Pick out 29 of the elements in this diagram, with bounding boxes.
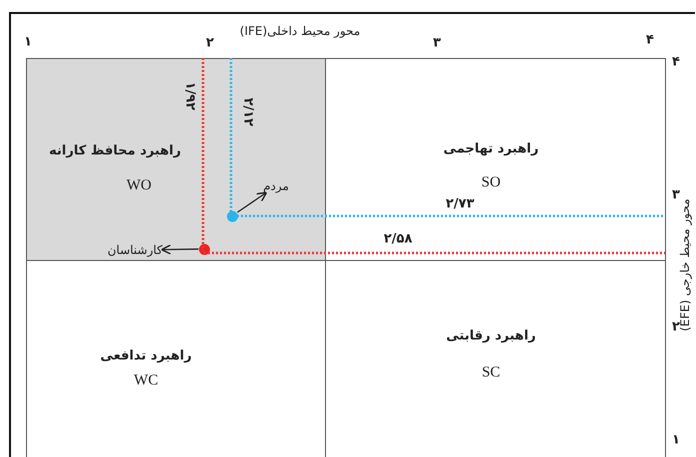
data-point [226, 210, 238, 222]
tick-label: ۴ [672, 54, 680, 70]
tick-label: ۲ [672, 320, 680, 334]
arrow [160, 244, 198, 255]
value-label: ۲/۷۳ [446, 196, 474, 212]
strategy-name: راهبرد تدافعی [100, 348, 192, 364]
axis-title: محور محیط خارجی (EFE) [678, 198, 692, 332]
strategy-code: SO [481, 174, 501, 192]
tick-label: ۳ [433, 36, 441, 50]
point-label: مردم [263, 179, 289, 193]
strategy-code: WC [134, 372, 158, 390]
value-label: ۲/۵۸ [384, 232, 412, 246]
strategy-code: WO [126, 178, 152, 194]
strategy-code: SC [482, 364, 500, 382]
strategy-name: راهبرد تهاجمی [443, 142, 539, 156]
strategy-name: راهبرد رقابتی [446, 328, 536, 344]
point-label: کارشناسان [107, 243, 163, 257]
tick-label: ۱ [24, 34, 32, 50]
strategy-name: راهبرد محافظ کارانه [49, 144, 181, 158]
quadrant-box [26, 58, 326, 261]
quadrant-box [325, 58, 666, 261]
tick-label: ۱ [672, 432, 680, 448]
tick-label: ۳ [672, 188, 680, 202]
axis-title: محور محیط داخلی(IFE) [240, 24, 360, 38]
value-label: ۲/۱۲ [240, 98, 256, 126]
value-label: ۱/۹۲ [182, 82, 198, 110]
tick-label: ۲ [206, 36, 214, 50]
arrow [237, 192, 268, 213]
tick-label: ۴ [646, 32, 654, 48]
